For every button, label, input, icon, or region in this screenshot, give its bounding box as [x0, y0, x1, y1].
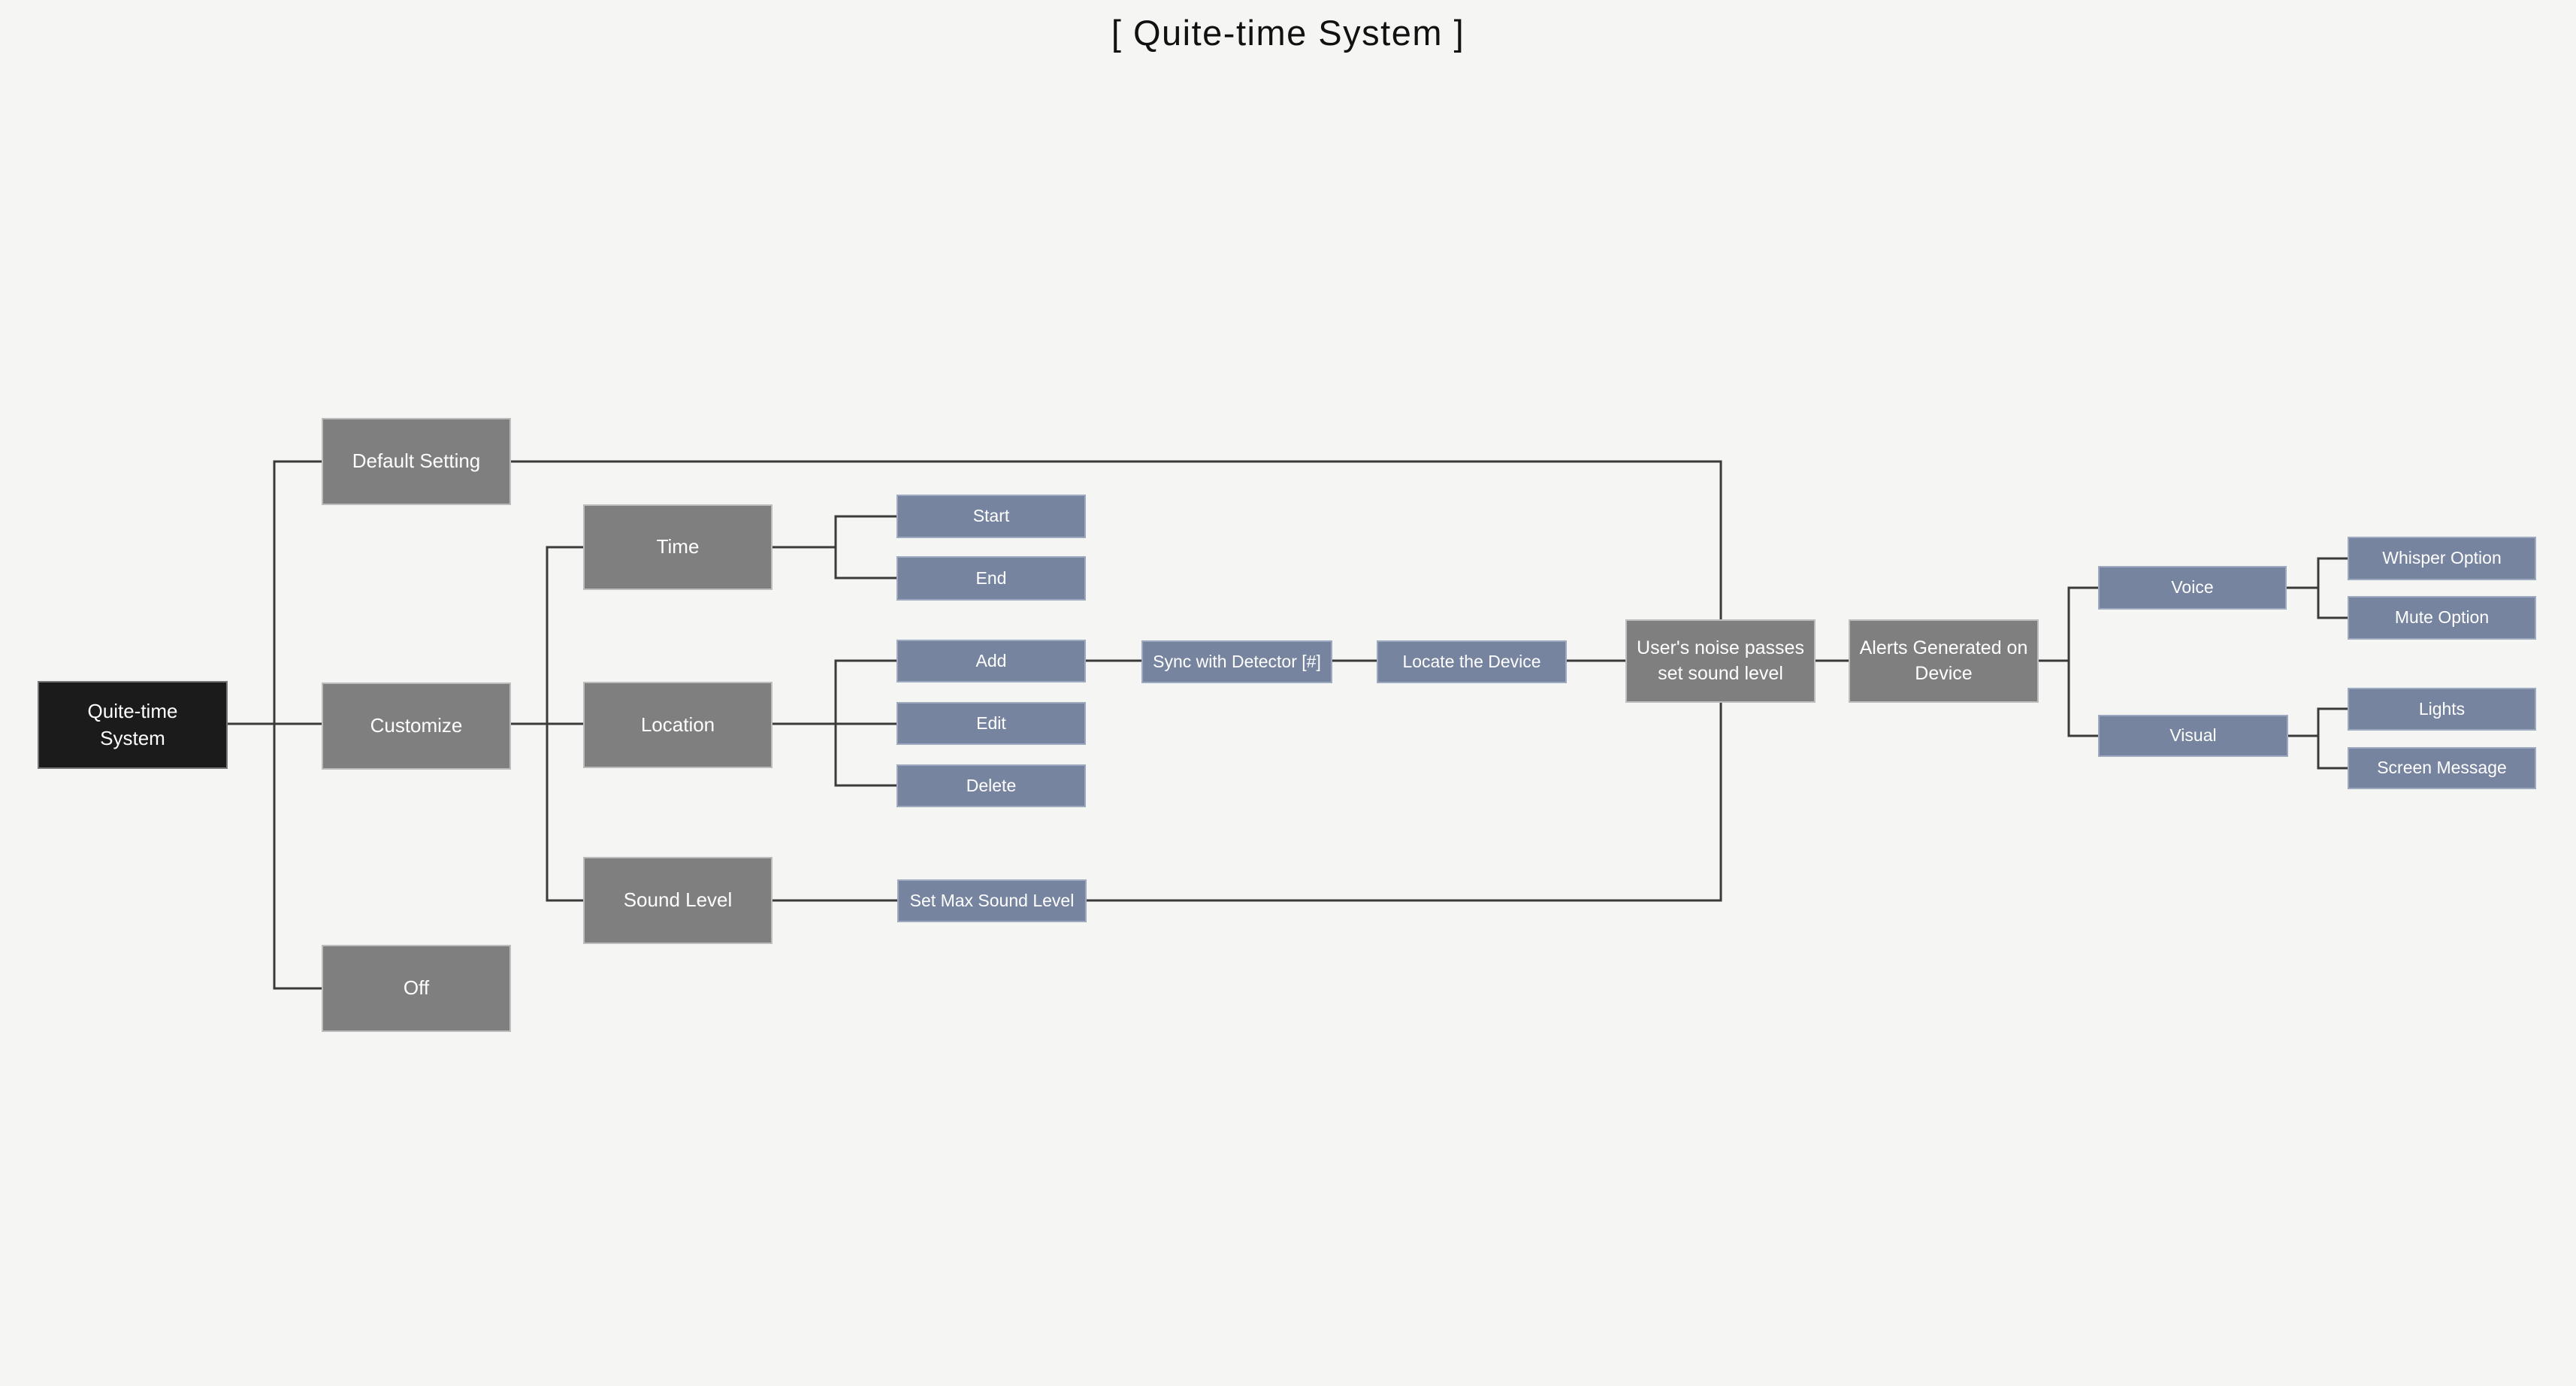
node-customize: Customize: [322, 682, 511, 770]
connector-time-bracket: [772, 515, 896, 580]
connector-customize-branches: [511, 546, 583, 902]
node-screen-message: Screen Message: [2348, 747, 2536, 789]
node-start: Start: [896, 495, 1086, 538]
node-end: End: [896, 556, 1086, 601]
connector-visual-bracket: [2288, 707, 2348, 770]
node-location: Location: [583, 682, 772, 768]
node-mute-option: Mute Option: [2348, 596, 2536, 640]
node-sound-level: Sound Level: [583, 857, 772, 944]
node-visual: Visual: [2098, 715, 2288, 757]
connector-default-setting-to-noise: [511, 460, 1722, 619]
connector-alerts-branches: [2039, 586, 2098, 737]
page-title: [ Quite-time System ]: [1111, 13, 1465, 53]
node-edit: Edit: [896, 702, 1086, 745]
connector-location-bracket: [772, 659, 896, 787]
node-root: Quite-time System: [38, 681, 228, 769]
node-whisper-option: Whisper Option: [2348, 537, 2536, 580]
node-locate-the-device: Locate the Device: [1377, 640, 1567, 683]
node-off: Off: [322, 945, 511, 1032]
node-sync-with-detector: Sync with Detector [#]: [1141, 640, 1332, 683]
connector-setmax-to-noise: [1087, 703, 1722, 902]
connector-root-branches: [228, 460, 322, 990]
node-add: Add: [896, 640, 1086, 682]
connector-voice-bracket: [2287, 557, 2348, 619]
node-time: Time: [583, 504, 772, 590]
node-lights: Lights: [2348, 688, 2536, 731]
node-voice: Voice: [2098, 566, 2287, 610]
node-delete: Delete: [896, 764, 1086, 807]
node-alerts-generated: Alerts Generated on Device: [1849, 619, 2039, 703]
node-default-setting: Default Setting: [322, 418, 511, 505]
node-users-noise: User's noise passes set sound level: [1625, 619, 1816, 703]
node-set-max-sound-level: Set Max Sound Level: [897, 879, 1087, 922]
